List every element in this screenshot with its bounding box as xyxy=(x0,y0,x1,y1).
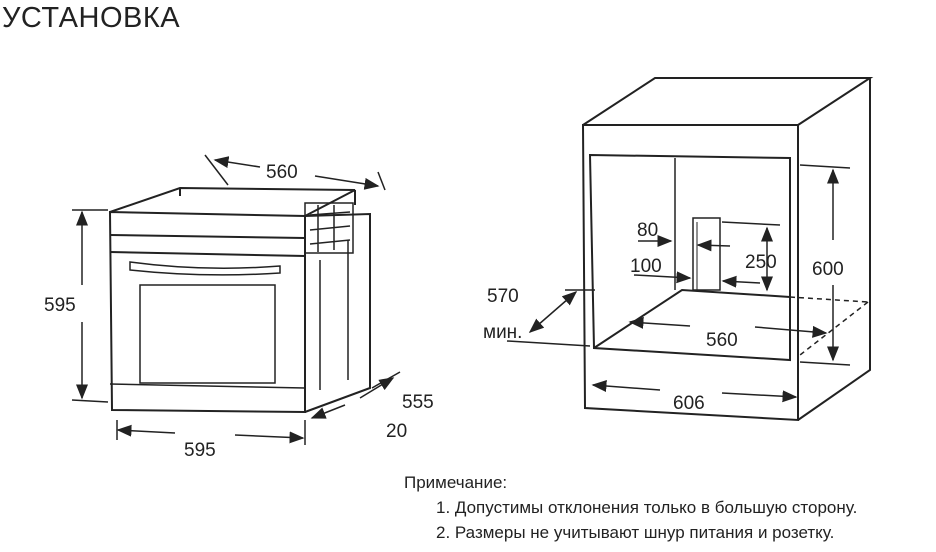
dimension-cabinet-width: 606 xyxy=(673,393,705,414)
dimension-socket-offset-top: 80 xyxy=(637,220,658,241)
note-item: 1. Допустимы отклонения только в большую… xyxy=(436,498,858,517)
oven-dimension-lines xyxy=(71,154,401,445)
cabinet-dimension-lines xyxy=(506,164,869,403)
dimension-niche-width: 560 xyxy=(706,330,738,351)
dimension-niche-height: 600 xyxy=(812,259,844,280)
cabinet-drawing xyxy=(581,77,874,422)
dimension-oven-depth-top: 560 xyxy=(266,162,298,183)
dimension-socket-height: 250 xyxy=(745,252,777,273)
dimension-socket-offset-side: 100 xyxy=(630,256,662,277)
dimension-oven-front-offset: 20 xyxy=(386,421,407,442)
notes-section: Примечание: 1. Допустимы отклонения толь… xyxy=(404,470,857,545)
dimension-oven-height: 595 xyxy=(44,295,76,316)
dimension-oven-width: 595 xyxy=(184,440,216,461)
dimension-oven-depth-side: 555 xyxy=(402,392,434,413)
dimension-min-depth-label: мин. xyxy=(483,322,522,343)
notes-heading: Примечание: xyxy=(404,473,508,492)
dimension-min-depth: 570 xyxy=(487,286,519,307)
oven-drawing xyxy=(108,186,371,414)
note-item: 2. Размеры не учитывают шнур питания и р… xyxy=(436,523,835,542)
page-title: УСТАНОВКА xyxy=(2,2,181,34)
